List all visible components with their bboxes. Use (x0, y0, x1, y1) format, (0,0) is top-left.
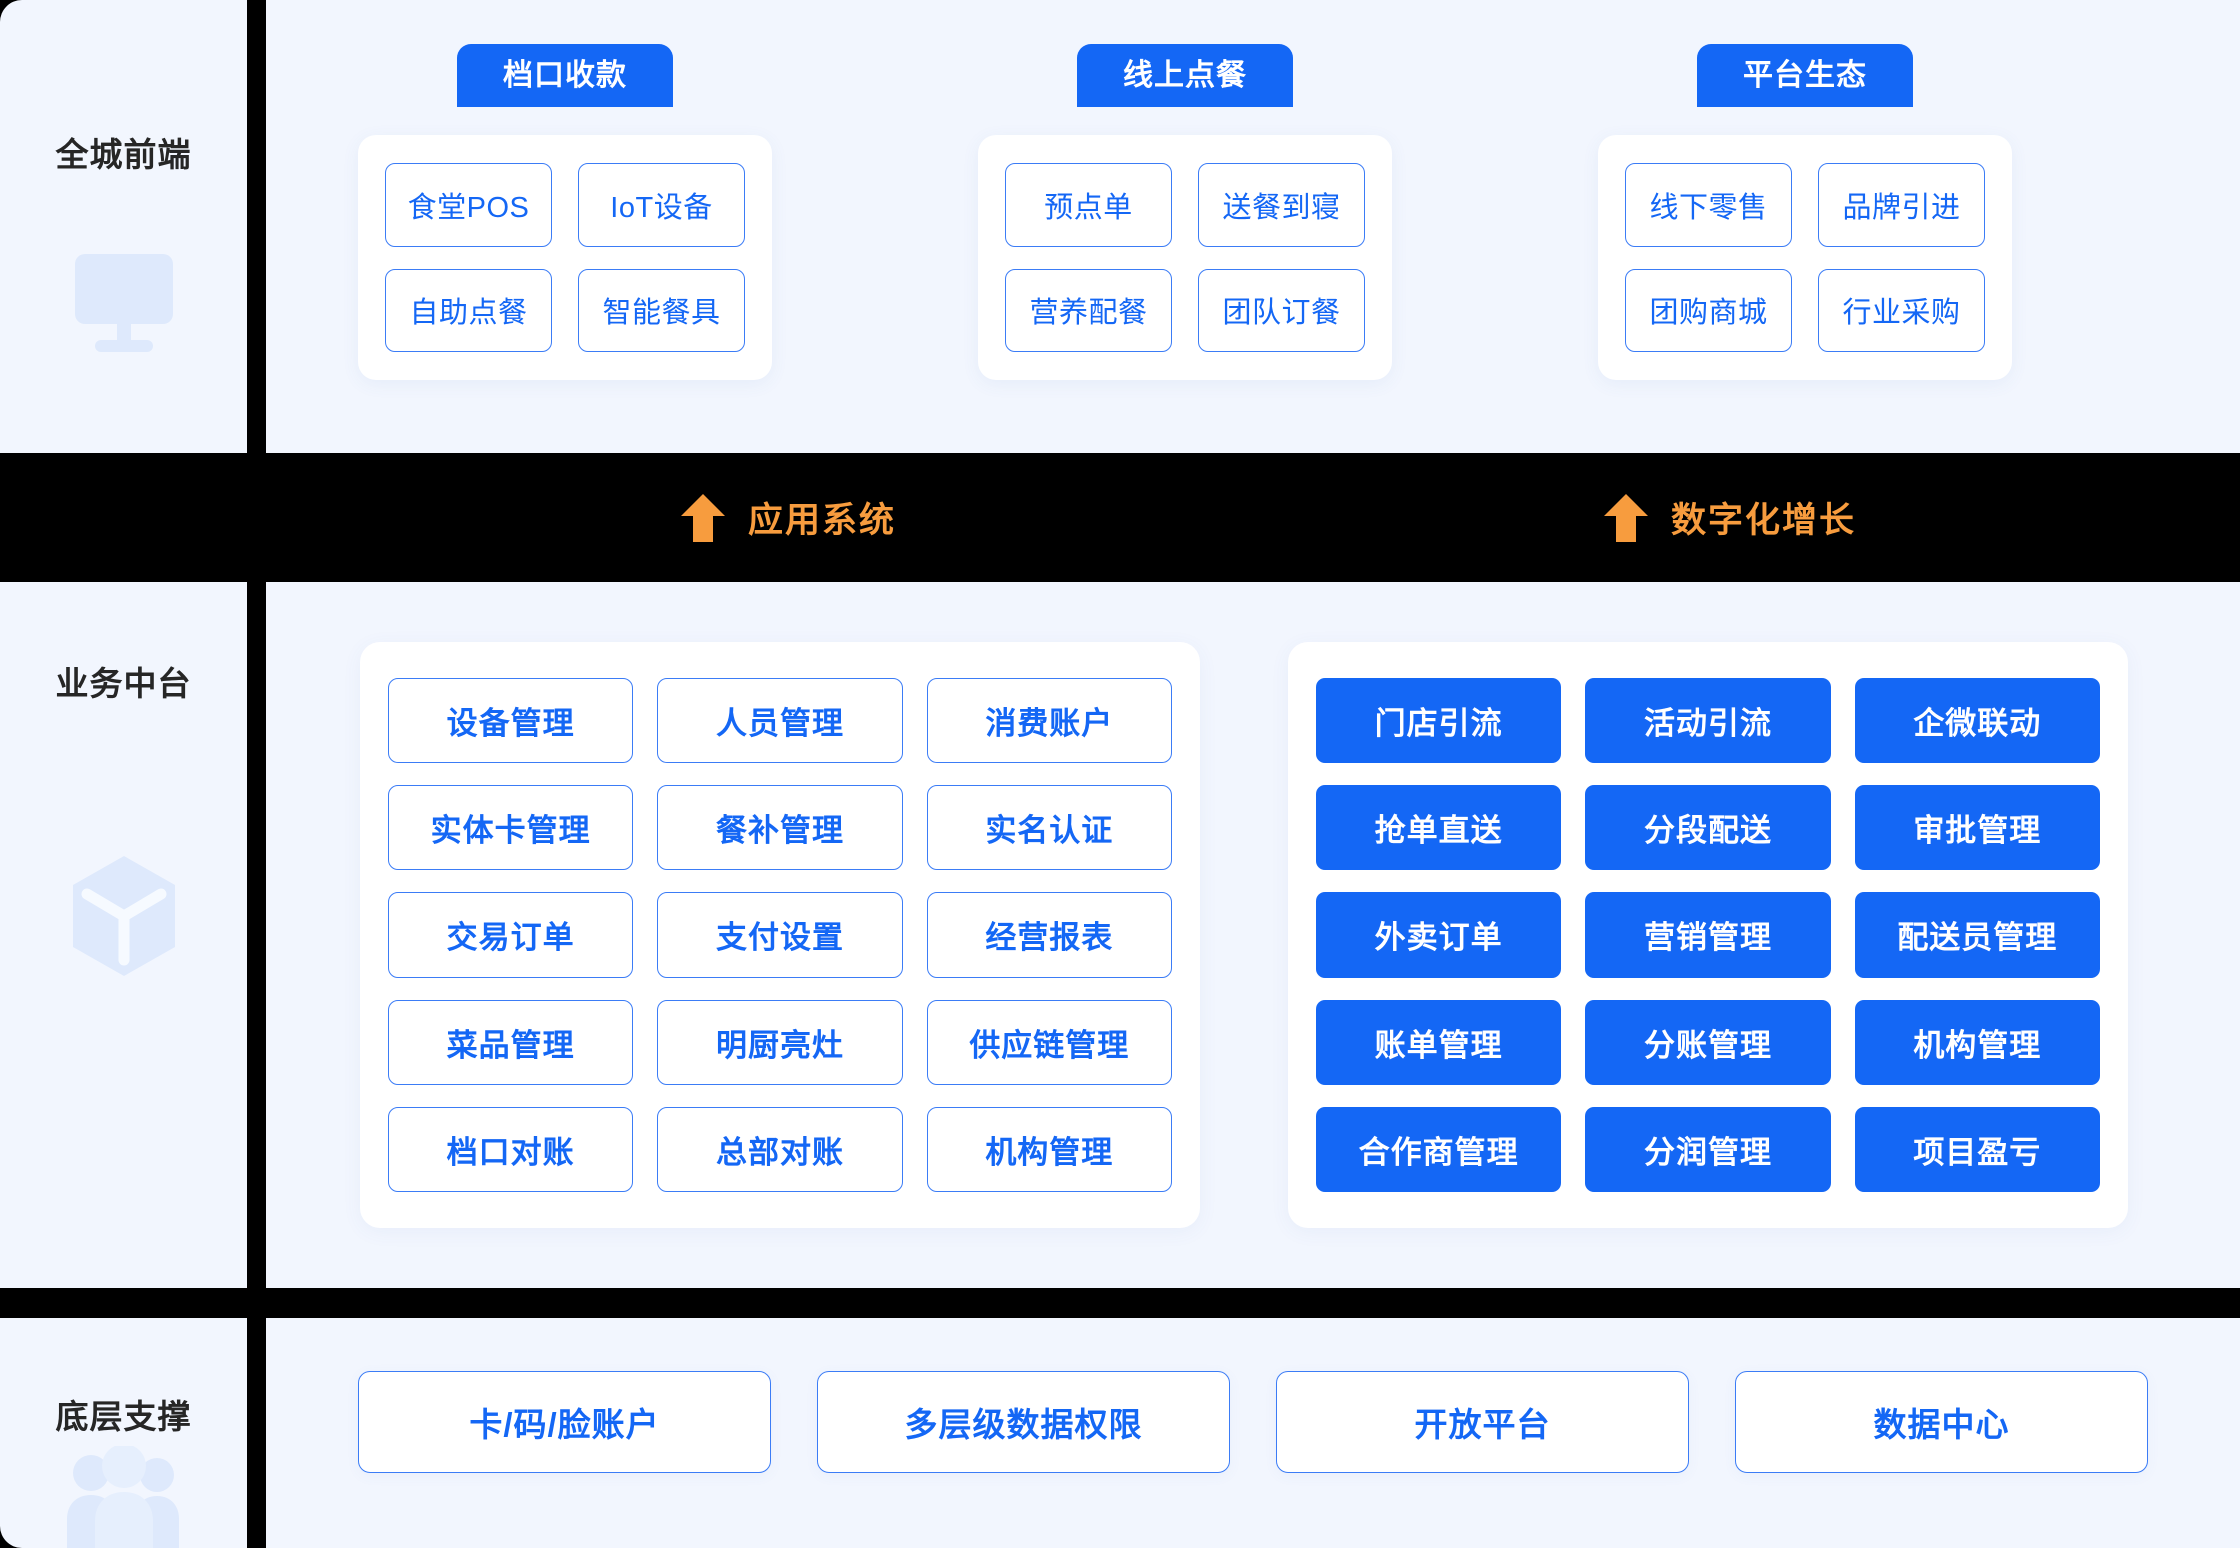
midplatform-left-tile[interactable]: 实名认证 (926, 785, 1172, 871)
midplatform-left-tile[interactable]: 总部对账 (657, 1106, 903, 1192)
foundation-row: 卡/码/脸账户 多层级数据权限 开放平台 数据中心 (358, 1371, 2148, 1473)
midplatform-left-tile[interactable]: 交易订单 (388, 892, 634, 978)
foundation-chip[interactable]: 多层级数据权限 (817, 1371, 1230, 1473)
frontend-group-0-title: 档口收款 (457, 44, 673, 107)
rail-foundation: 底层支撑 (0, 1318, 247, 1548)
midplatform-right-tile[interactable]: 账单管理 (1316, 999, 1562, 1085)
frontend-chip[interactable]: 送餐到寝 (1198, 163, 1365, 247)
midplatform-right-tile[interactable]: 门店引流 (1316, 678, 1562, 764)
midplatform-left-tile[interactable]: 档口对账 (388, 1106, 634, 1192)
rail-frontend-label: 全城前端 (55, 136, 192, 173)
midplatform-left-tile[interactable]: 菜品管理 (388, 999, 634, 1085)
midplatform-left-tile[interactable]: 经营报表 (926, 892, 1172, 978)
cube-icon (65, 852, 183, 985)
midplatform-left-tile[interactable]: 明厨亮灶 (657, 999, 903, 1085)
midplatform-left-tile[interactable]: 餐补管理 (657, 785, 903, 871)
rail-midplatform: 业务中台 (0, 582, 247, 1288)
midplatform-right-tile[interactable]: 外卖订单 (1316, 892, 1562, 978)
users-icon (59, 1444, 189, 1548)
midplatform-right-tile[interactable]: 活动引流 (1585, 678, 1831, 764)
midplatform-left-tile[interactable]: 实体卡管理 (388, 785, 634, 871)
frontend-group-0: 档口收款 食堂POS IoT设备 自助点餐 智能餐具 (358, 44, 772, 380)
midplatform-right-tile[interactable]: 审批管理 (1854, 785, 2100, 871)
frontend-group-1-title: 线上点餐 (1077, 44, 1293, 107)
frontend-chip[interactable]: 自助点餐 (385, 268, 552, 352)
frontend-section: 档口收款 食堂POS IoT设备 自助点餐 智能餐具 线上点餐 预点单 送餐到寝… (266, 0, 2240, 453)
frontend-chip[interactable]: 品牌引进 (1818, 163, 1985, 247)
midplatform-right-card: 门店引流 活动引流 企微联动 抢单直送 分段配送 审批管理 外卖订单 营销管理 … (1288, 642, 2128, 1228)
frontend-chip[interactable]: 食堂POS (385, 163, 552, 247)
band-arrow-1-label: 数字化增长 (1671, 501, 1857, 540)
foundation-chip[interactable]: 开放平台 (1276, 1371, 1689, 1473)
frontend-chip[interactable]: 预点单 (1005, 163, 1172, 247)
midplatform-right-tile[interactable]: 企微联动 (1854, 678, 2100, 764)
band-arrow-1: 数字化增长 (1603, 492, 1856, 544)
midplatform-left-card: 设备管理 人员管理 消费账户 实体卡管理 餐补管理 实名认证 交易订单 支付设置… (360, 642, 1200, 1228)
rail-frontend: 全城前端 (0, 0, 247, 453)
midplatform-right-tile[interactable]: 营销管理 (1585, 892, 1831, 978)
frontend-chip[interactable]: 线下零售 (1625, 163, 1792, 247)
foundation-chip[interactable]: 数据中心 (1735, 1371, 2148, 1473)
midplatform-right-tile[interactable]: 项目盈亏 (1854, 1106, 2100, 1192)
midplatform-right-tile[interactable]: 抢单直送 (1316, 785, 1562, 871)
frontend-chip[interactable]: 团队订餐 (1198, 268, 1365, 352)
midplatform-left-tile[interactable]: 机构管理 (926, 1106, 1172, 1192)
frontend-chip[interactable]: IoT设备 (578, 163, 745, 247)
midplatform-right-tile[interactable]: 分段配送 (1585, 785, 1831, 871)
monitor-icon (69, 250, 179, 361)
midplatform-right-tile[interactable]: 分润管理 (1585, 1106, 1831, 1192)
frontend-chip[interactable]: 团购商城 (1625, 268, 1792, 352)
frontend-chip[interactable]: 智能餐具 (578, 268, 745, 352)
up-arrow-icon (680, 492, 726, 544)
frontend-group-2-title: 平台生态 (1697, 44, 1913, 107)
midplatform-left-tile[interactable]: 消费账户 (926, 678, 1172, 764)
foundation-section: 卡/码/脸账户 多层级数据权限 开放平台 数据中心 (266, 1318, 2240, 1548)
midplatform-right-tile[interactable]: 合作商管理 (1316, 1106, 1562, 1192)
frontend-group-2: 平台生态 线下零售 品牌引进 团购商城 行业采购 (1598, 44, 2012, 380)
midplatform-left-tile[interactable]: 支付设置 (657, 892, 903, 978)
midplatform-left-tile[interactable]: 供应链管理 (926, 999, 1172, 1085)
midplatform-left-tile[interactable]: 人员管理 (657, 678, 903, 764)
midplatform-right-tile[interactable]: 配送员管理 (1854, 892, 2100, 978)
rail-midplatform-label: 业务中台 (55, 665, 192, 702)
frontend-chip[interactable]: 营养配餐 (1005, 268, 1172, 352)
midplatform-left-tile[interactable]: 设备管理 (388, 678, 634, 764)
foundation-chip[interactable]: 卡/码/脸账户 (358, 1371, 771, 1473)
band-arrow-0-label: 应用系统 (748, 501, 897, 540)
midplatform-section: 设备管理 人员管理 消费账户 实体卡管理 餐补管理 实名认证 交易订单 支付设置… (266, 582, 2240, 1288)
frontend-chip[interactable]: 行业采购 (1818, 268, 1985, 352)
divider-band: 应用系统 数字化增长 (0, 453, 2240, 582)
rail-foundation-label: 底层支撑 (55, 1398, 192, 1435)
frontend-group-1: 线上点餐 预点单 送餐到寝 营养配餐 团队订餐 (978, 44, 1392, 380)
up-arrow-icon (1603, 492, 1649, 544)
midplatform-right-tile[interactable]: 机构管理 (1854, 999, 2100, 1085)
band-arrow-0: 应用系统 (680, 492, 896, 544)
midplatform-right-tile[interactable]: 分账管理 (1585, 999, 1831, 1085)
